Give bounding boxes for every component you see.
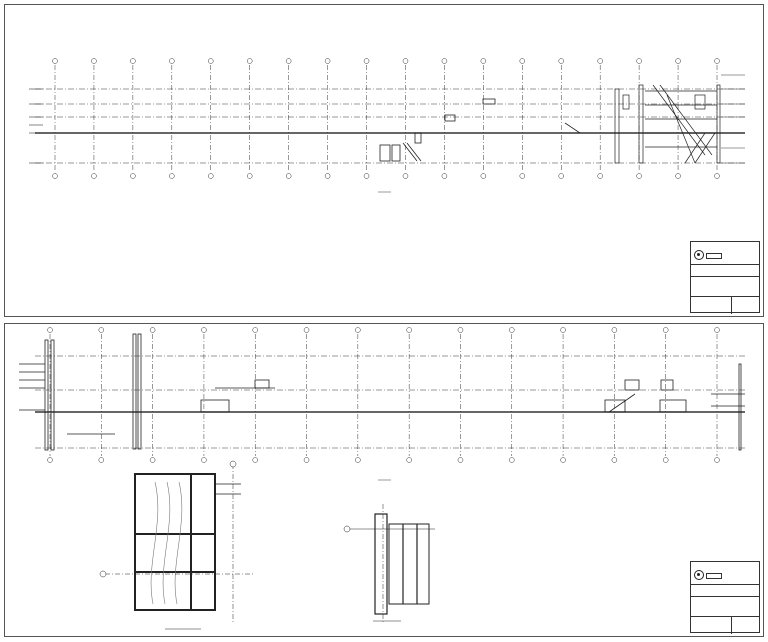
company-logo-icon [694, 250, 704, 260]
grid-bubble [441, 58, 448, 64]
title-block-row [691, 596, 759, 597]
grid-bubble [303, 327, 310, 333]
grid-bubble [714, 327, 720, 333]
grid-bubble [560, 327, 566, 333]
grid-bubble [98, 327, 105, 333]
company-name-mark [706, 253, 722, 259]
grid-bubble [597, 173, 603, 179]
grid-bubble [597, 58, 603, 64]
grid-bubble [130, 173, 136, 179]
grid-bubble [457, 327, 464, 333]
company-name-mark [706, 573, 722, 579]
grid-bubble [402, 173, 409, 179]
grid-bubble [208, 58, 214, 64]
grid-bubble [246, 173, 253, 179]
grid-bubble [406, 457, 412, 463]
title-block-row [691, 264, 759, 265]
grid-bubble [355, 457, 361, 463]
grid-bubble [611, 457, 618, 463]
grid-bubble [560, 457, 566, 463]
grid-bubble [636, 173, 642, 179]
grid-bubble [285, 58, 292, 64]
grid-bubble [714, 58, 720, 64]
grid-bubble [285, 173, 292, 179]
detail-plan [99, 460, 255, 630]
grid-bubble [149, 327, 156, 333]
grid-bubble [149, 457, 156, 463]
grid-bubble [662, 457, 669, 463]
title-block-row [691, 276, 759, 277]
grid-bubble [457, 457, 464, 463]
grid-bubble [611, 327, 618, 333]
grid-bubble [509, 457, 515, 463]
grid-bubble [714, 457, 720, 463]
grid-bubble [509, 327, 515, 333]
title-block [690, 241, 760, 314]
title-block-row [691, 296, 759, 297]
grid-bubble [636, 58, 642, 64]
grid-bubble [402, 58, 409, 64]
grid-bubble [208, 173, 214, 179]
grid-bubble [324, 58, 331, 64]
grid-bubble [246, 58, 253, 64]
grid-bubble [52, 173, 58, 179]
grid-bubble [355, 327, 361, 333]
grid-bubble [558, 173, 564, 179]
title-block-row [691, 616, 759, 617]
grid-bubble [406, 327, 412, 333]
grid-bubble [91, 58, 97, 64]
title-block-row [691, 584, 759, 585]
grid-bubble [441, 173, 448, 179]
grid-bubble [91, 173, 97, 179]
grid-bubble [480, 173, 487, 179]
drawing-sheet-2 [4, 323, 764, 637]
sheet-2-drawing [19, 327, 745, 630]
grid-bubble [252, 327, 258, 333]
grid-bubble [480, 58, 487, 64]
title-block [690, 561, 760, 634]
grid-bubble [558, 58, 564, 64]
grid-bubble [675, 58, 681, 64]
grid-bubble [324, 173, 331, 179]
sheet-1-drawing [29, 58, 745, 193]
company-logo-icon [694, 570, 704, 580]
grid-bubble [98, 457, 105, 463]
grid-bubble [303, 457, 310, 463]
grid-bubble [201, 457, 207, 463]
grid-bubble [519, 173, 526, 179]
grid-bubble [169, 58, 175, 64]
grid-bubble [47, 457, 53, 463]
grid-bubble [201, 327, 207, 333]
grid-bubble [130, 58, 136, 64]
grid-bubble [252, 457, 258, 463]
grid-bubble [519, 58, 526, 64]
grid-bubble [47, 327, 53, 333]
grid-bubble [714, 173, 720, 179]
grid-bubble [675, 173, 681, 179]
grid-bubble [52, 58, 58, 64]
grid-bubble [363, 58, 370, 64]
drawing-sheet-1 [4, 4, 764, 317]
grid-bubble [169, 173, 175, 179]
title-block-divider [731, 296, 732, 314]
grid-bubble [363, 173, 370, 179]
title-block-divider [731, 616, 732, 634]
grid-bubble [662, 327, 669, 333]
detail-section [343, 504, 435, 624]
